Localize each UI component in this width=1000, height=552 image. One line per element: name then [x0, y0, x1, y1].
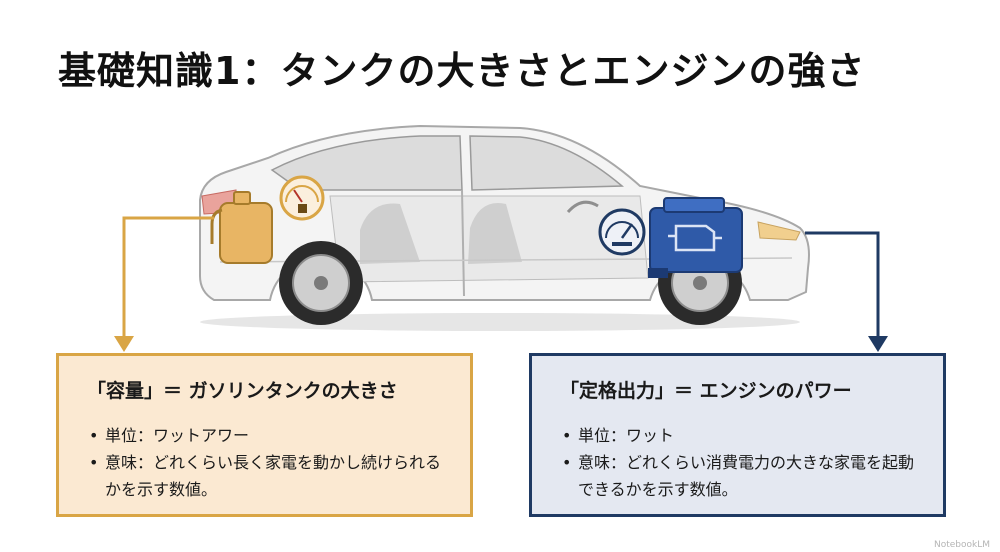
engine-icon [648, 197, 743, 278]
capacity-bullet-list: • 単位：ワットアワー • 意味：どれくらい長く家電を動かし続けられるかを示す数… [89, 422, 450, 503]
bullet-marker: • [89, 453, 99, 472]
capacity-box: 「容量」＝ ガソリンタンクの大きさ • 単位：ワットアワー • 意味：どれくらい… [56, 353, 473, 517]
power-bullet-list: • 単位：ワット • 意味：どれくらい消費電力の大きな家電を起動できるかを示す数… [562, 422, 923, 503]
bullet-marker: • [89, 426, 99, 445]
bullet-text: 単位：ワットアワー [105, 426, 250, 445]
power-box-title: 「定格出力」＝ エンジンのパワー [560, 380, 852, 402]
page-title: 基礎知識1：タンクの大きさとエンジンの強さ [58, 49, 866, 93]
list-item: • 意味：どれくらい消費電力の大きな家電を起動できるかを示す数値。 [562, 449, 923, 503]
bullet-marker: • [562, 453, 572, 472]
bullet-text: 単位：ワット [578, 426, 675, 445]
capacity-box-title: 「容量」＝ ガソリンタンクの大きさ [87, 380, 398, 402]
list-item: • 単位：ワット [562, 422, 923, 449]
watermark: NotebookLM [933, 540, 990, 550]
bullet-text: 意味：どれくらい長く家電を動かし続けられるかを示す数値。 [105, 453, 442, 499]
fuel-tank-icon [210, 191, 273, 264]
bullet-marker: • [562, 426, 572, 445]
list-item: • 意味：どれくらい長く家電を動かし続けられるかを示す数値。 [89, 449, 450, 503]
power-arrow [805, 231, 888, 352]
speedometer-icon [598, 208, 646, 256]
capacity-arrow [114, 216, 214, 352]
bullet-text: 意味：どれくらい消費電力の大きな家電を起動できるかを示す数値。 [578, 453, 915, 499]
fuel-gauge-icon [279, 175, 325, 221]
power-box: 「定格出力」＝ エンジンのパワー • 単位：ワット • 意味：どれくらい消費電力… [529, 353, 946, 517]
list-item: • 単位：ワットアワー [89, 422, 450, 449]
